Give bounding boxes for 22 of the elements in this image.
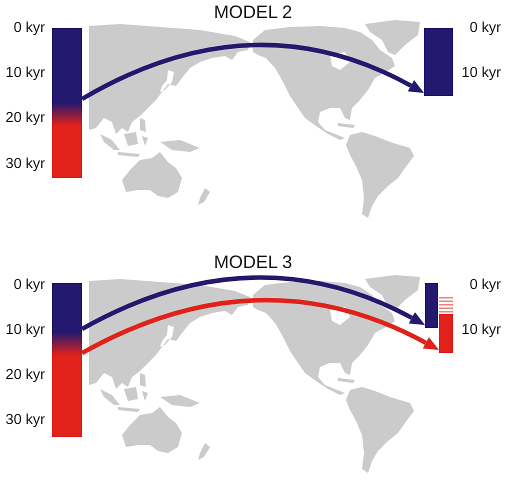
time-bar: [439, 297, 453, 353]
tick-label: 20 kyr: [6, 367, 45, 383]
tick-label: 0 kyr: [14, 277, 45, 293]
arrow: [80, 298, 440, 356]
time-bar: [52, 283, 82, 437]
tick-label: 0 kyr: [14, 20, 45, 36]
tick-label: 30 kyr: [6, 412, 45, 428]
tick-label: 10 kyr: [462, 322, 501, 338]
time-bar: [425, 283, 438, 328]
arrow: [80, 42, 424, 101]
tick-label: 10 kyr: [462, 65, 501, 81]
arrow: [80, 275, 426, 331]
tick-label: 10 kyr: [6, 322, 45, 338]
tick-label: 20 kyr: [6, 110, 45, 126]
time-bar: [424, 28, 453, 96]
tick-label: 30 kyr: [6, 156, 45, 172]
tick-label: 10 kyr: [6, 65, 45, 81]
tick-label: 0 kyr: [470, 20, 501, 36]
panel-title: MODEL 3: [214, 252, 292, 272]
tick-label: 0 kyr: [470, 277, 501, 293]
time-bar: [52, 28, 82, 178]
panel-title: MODEL 2: [214, 2, 292, 22]
